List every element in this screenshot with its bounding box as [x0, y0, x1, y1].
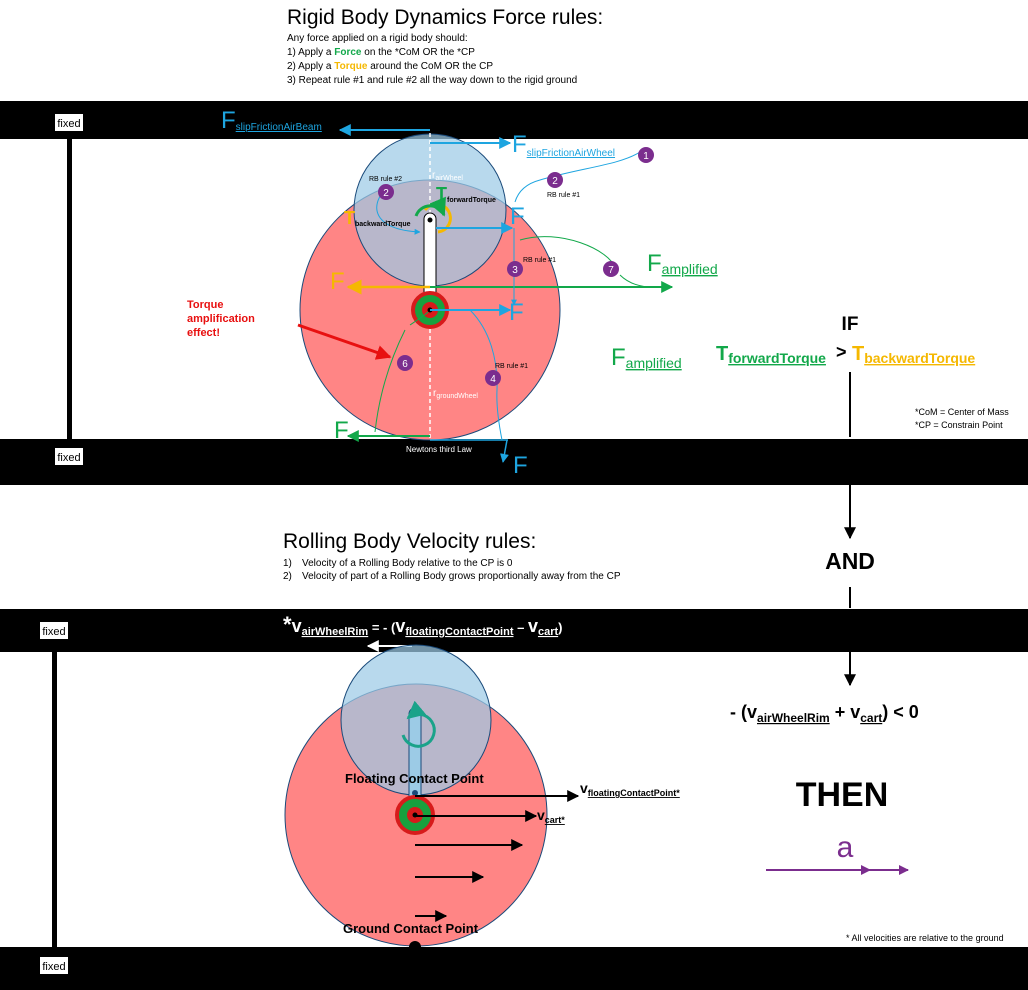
- inequality-backward-torque: TbackwardTorque: [852, 343, 975, 366]
- svg-text:1: 1: [643, 151, 649, 162]
- rigid-body-title: Rigid Body Dynamics Force rules:: [287, 6, 603, 29]
- ground-contact-point-label: Ground Contact Point: [343, 921, 479, 936]
- svg-text:4: 4: [490, 374, 496, 385]
- fixed-label-ground-beam: fixed: [57, 452, 80, 464]
- badge-6: 6: [397, 355, 413, 371]
- fixed-pillar-bottom: [52, 652, 57, 947]
- svg-text:6: 6: [402, 359, 408, 370]
- and-label: AND: [825, 548, 875, 574]
- fixed-pillar-top: [67, 139, 72, 439]
- fixed-label-bottom-ground-beam: fixed: [42, 961, 65, 973]
- rb-rule-2-label: RB rule #2: [369, 176, 402, 183]
- label-f-air-axle: F: [510, 203, 525, 230]
- label-t-backward: TbackwardTorque: [344, 208, 411, 228]
- rigid-body-rule-1: 1) Apply a Force on the *CoM OR the *CP: [287, 47, 475, 58]
- badge-2-rule2: 2: [378, 184, 394, 200]
- v-cart-label: vcart*: [537, 807, 565, 825]
- badge-7: 7: [603, 261, 619, 277]
- svg-text:7: 7: [608, 265, 614, 276]
- v-floating-contact-point-label: vfloatingContactPoint*: [580, 780, 680, 798]
- air-wheel-rim-velocity-equation: *vairWheelRim = - (vfloatingContactPoint…: [283, 612, 563, 638]
- rolling-body-rule-1: 1)Velocity of a Rolling Body relative to…: [283, 558, 513, 569]
- svg-text:2: 2: [383, 188, 389, 199]
- label-f-amplified: Famplified: [647, 250, 718, 277]
- top-beam: [0, 101, 1028, 139]
- badge-3: 3: [507, 261, 523, 277]
- label-f-hub: F: [509, 299, 524, 326]
- note-velocities: * All velocities are relative to the gro…: [846, 933, 1004, 943]
- rigid-body-rule-2: 2) Apply a Torque around the CoM OR the …: [287, 61, 493, 72]
- rolling-body-rule-2: 2)Velocity of part of a Rolling Body gro…: [283, 571, 621, 582]
- label-f-ground-friction: F: [334, 417, 349, 444]
- air-wheel-spin-icon: [401, 700, 436, 748]
- note-com: *CoM = Center of Mass: [915, 407, 1009, 417]
- then-label: THEN: [796, 776, 889, 814]
- ground-contact-dot: [409, 941, 421, 953]
- rolling-body-title: Rolling Body Velocity rules:: [283, 530, 536, 553]
- label-f-backward: F: [330, 268, 345, 295]
- ground-reaction-arrow: [500, 439, 509, 463]
- bottom-top-beam: [0, 609, 1028, 652]
- ground-beam: [0, 439, 1028, 485]
- newtons-third-law-label: Newtons third Law: [406, 445, 472, 454]
- rb-rule-1-label-b: RB rule #1: [523, 257, 556, 264]
- inequality-gt: >: [836, 342, 847, 362]
- note-cp: *CP = Constrain Point: [915, 420, 1003, 430]
- label-r-ground-wheel: rgroundWheel: [433, 388, 478, 400]
- floating-contact-point-label: Floating Contact Point: [345, 771, 484, 786]
- label-f-ground-reaction: F: [513, 452, 528, 479]
- fixed-label-bottom-top-beam: fixed: [42, 626, 65, 638]
- torque-amplification-arrow: [297, 323, 392, 360]
- inequality-forward-torque: TforwardTorque: [716, 343, 826, 366]
- rigid-body-intro: Any force applied on a rigid body should…: [287, 33, 468, 44]
- badge-4: 4: [485, 370, 501, 386]
- label-r-air-wheel: rairWheel: [432, 170, 463, 182]
- badge-1: 1: [638, 147, 654, 163]
- rigid-body-rule-3: 3) Repeat rule #1 and rule #2 all the wa…: [287, 75, 577, 86]
- label-f-slip-air-wheel: FslipFrictionAirWheel: [512, 131, 615, 159]
- f-amplified-label-right: Famplified: [611, 344, 682, 371]
- badge-2-rule1: 2: [547, 172, 563, 188]
- rb-rule-1-label-a: RB rule #1: [547, 192, 580, 199]
- label-t-forward: TforwardTorque: [436, 184, 496, 204]
- forward-torque-ring: [414, 196, 446, 217]
- if-label: IF: [842, 314, 859, 335]
- svg-text:2: 2: [552, 176, 558, 187]
- svg-text:3: 3: [512, 265, 518, 276]
- air-wheel-axle-dot: [427, 217, 433, 223]
- bottom-ground-beam: [0, 947, 1028, 990]
- condition-expression: - (vairWheelRim + vcart) < 0: [730, 702, 919, 725]
- acceleration-label: a: [837, 831, 854, 864]
- rb-rule-1-label-c: RB rule #1: [495, 363, 528, 370]
- label-f-slip-air-beam: FslipFrictionAirBeam: [221, 107, 322, 134]
- fixed-label-top-beam: fixed: [57, 118, 80, 130]
